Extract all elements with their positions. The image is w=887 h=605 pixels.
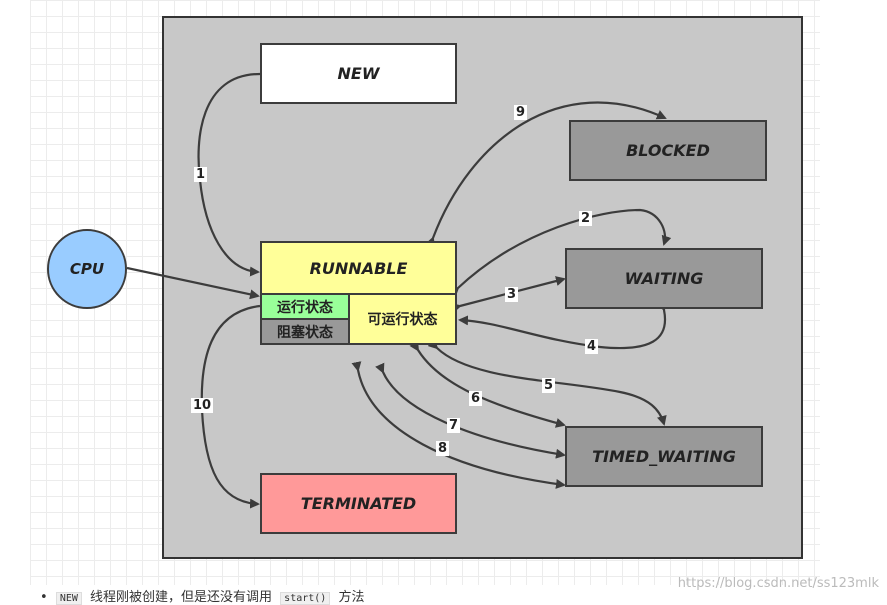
transition-label-5: 5 [542, 378, 556, 393]
arrow-7 [375, 362, 566, 459]
footer-text-1: 线程刚被创建，但是还没有调用 [90, 590, 273, 605]
state-waiting: WAITING [565, 248, 763, 309]
state-blocked: BLOCKED [569, 120, 767, 181]
transition-label-2: 2 [579, 211, 593, 226]
transition-label-6: 6 [469, 391, 483, 406]
state-timed-waiting: TIMED_WAITING [565, 426, 763, 487]
state-new: NEW [260, 43, 457, 104]
source-watermark: https://blog.csdn.net/ss123mlk [677, 576, 879, 591]
transition-label-3: 3 [505, 287, 519, 302]
footer-text: • NEW 线程刚被创建，但是还没有调用 start() 方法 [40, 586, 364, 605]
state-ready: 可运行状态 [348, 293, 457, 345]
footer-bullet: • [40, 590, 48, 605]
state-runnable: RUNNABLE [260, 241, 457, 295]
footer-code-new: NEW [55, 592, 82, 605]
cpu-node: CPU [47, 229, 127, 309]
arrow-4 [458, 301, 668, 350]
transition-label-9: 9 [514, 105, 528, 120]
arrow-8 [351, 361, 566, 489]
transition-label-4: 4 [585, 339, 599, 354]
transition-label-1: 1 [194, 167, 208, 182]
transition-label-7: 7 [447, 418, 461, 433]
arrow-2 [448, 208, 672, 298]
state-blocking: 阻塞状态 [260, 318, 350, 345]
state-running: 运行状态 [260, 293, 350, 320]
arrow-9 [425, 101, 667, 248]
arrow-1 [197, 72, 261, 277]
cpu-arrow [126, 266, 260, 300]
transition-label-10: 10 [191, 398, 214, 413]
footer-text-2: 方法 [338, 590, 365, 605]
state-terminated: TERMINATED [260, 473, 457, 534]
footer-code-start: start() [280, 592, 331, 605]
transition-label-8: 8 [436, 441, 450, 456]
